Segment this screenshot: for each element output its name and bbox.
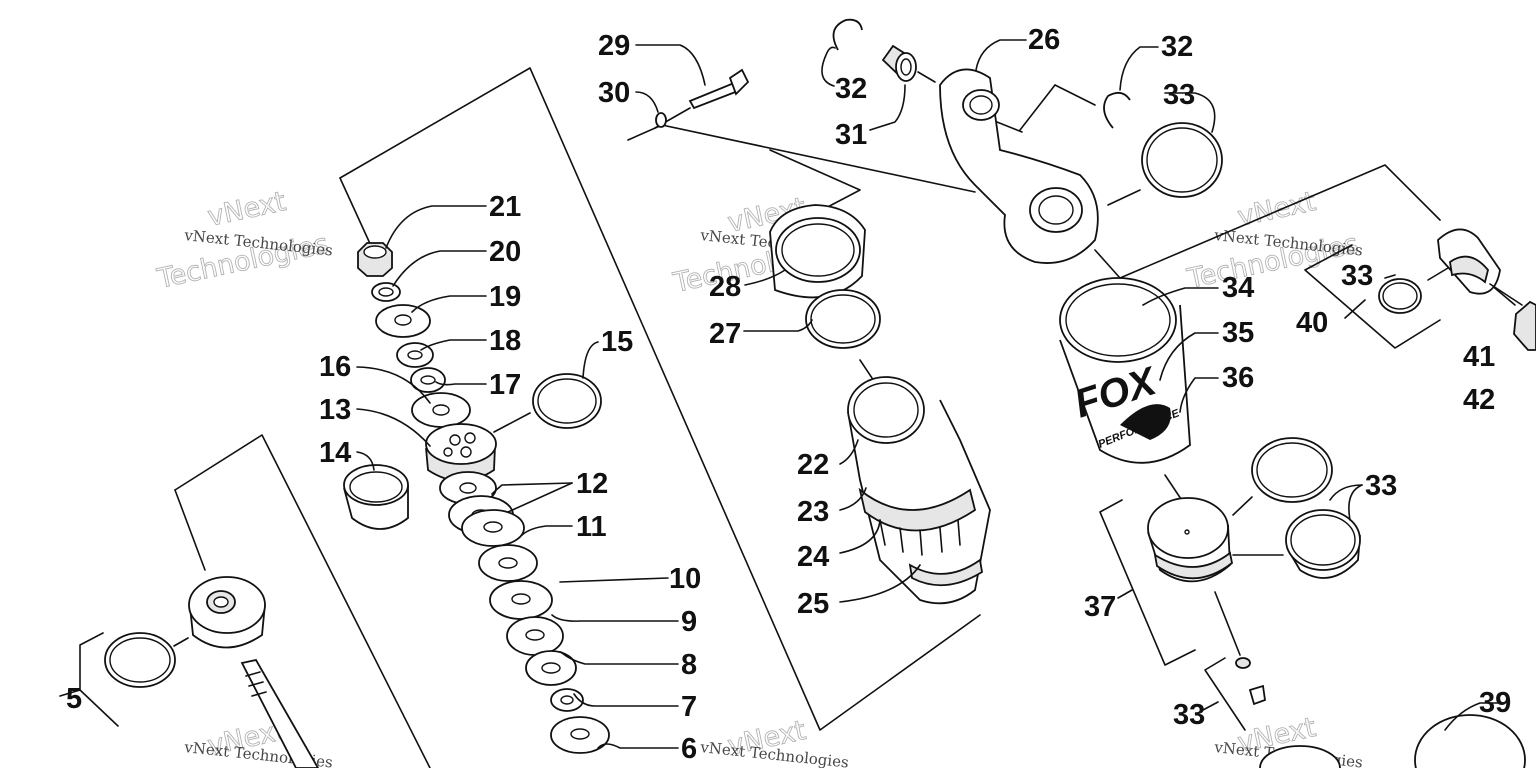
callout-36: 36 <box>1222 362 1254 394</box>
callout-numbers: 21 20 19 18 17 16 13 14 15 12 11 10 9 8 … <box>66 24 1511 765</box>
callout-28: 28 <box>709 271 741 303</box>
callout-20: 20 <box>489 236 521 268</box>
watermark-1: vNext Technologies vNext Technologies <box>154 186 334 296</box>
callout-33a: 33 <box>1163 79 1195 111</box>
part-6b-washer[interactable] <box>550 716 610 754</box>
callout-31: 31 <box>835 119 867 151</box>
callout-33c: 33 <box>1365 470 1397 502</box>
part-40-reservoir-valve[interactable] <box>1378 228 1523 314</box>
callout-24: 24 <box>797 541 829 573</box>
watermark-3: vNext Technologies vNext Technologies <box>1184 186 1364 296</box>
part-16-shim[interactable] <box>411 392 471 428</box>
callout-26: 26 <box>1028 24 1060 56</box>
part-shaft[interactable] <box>240 658 320 768</box>
callout-39: 39 <box>1479 687 1511 719</box>
callout-30: 30 <box>598 77 630 109</box>
part-8-shim[interactable] <box>506 616 564 656</box>
part-29-bolt[interactable] <box>688 68 750 110</box>
part-30-washer[interactable] <box>655 112 667 128</box>
callout-18: 18 <box>489 325 521 357</box>
svg-text:vNext: vNext <box>1235 186 1319 233</box>
callout-41: 41 <box>1463 341 1495 373</box>
callout-35: 35 <box>1222 317 1254 349</box>
callout-37: 37 <box>1084 591 1116 623</box>
part-41-42-knob[interactable] <box>1513 300 1536 351</box>
part-11-shim[interactable] <box>461 509 525 547</box>
part-14-seal-band[interactable] <box>343 464 409 530</box>
callout-23: 23 <box>797 496 829 528</box>
part-19-shim[interactable] <box>375 304 431 338</box>
part-33-o-ring-top[interactable] <box>1141 122 1223 198</box>
callout-42: 42 <box>1463 384 1495 416</box>
callout-22: 22 <box>797 449 829 481</box>
watermark-5: vNext vNext Technologies <box>699 715 850 768</box>
callout-13: 13 <box>319 394 351 426</box>
part-31-bearing[interactable] <box>881 44 917 82</box>
callout-19: 19 <box>489 281 521 313</box>
callout-6: 6 <box>681 733 697 765</box>
callout-32b: 32 <box>1161 31 1193 63</box>
guide-lines <box>59 67 1516 768</box>
part-22-25-damper-body[interactable] <box>847 376 991 605</box>
part-15-o-ring[interactable] <box>532 373 602 429</box>
part-21-nut[interactable] <box>357 242 393 277</box>
part-33-seals-mid[interactable] <box>1251 437 1361 579</box>
part-20-washer[interactable] <box>371 282 401 302</box>
svg-text:vNext: vNext <box>205 186 289 233</box>
callout-34: 34 <box>1222 272 1254 304</box>
part-32-snap-ring[interactable] <box>832 18 1131 129</box>
callout-7: 7 <box>681 691 697 723</box>
callout-29: 29 <box>598 30 630 62</box>
part-27-o-ring[interactable] <box>805 289 881 349</box>
callout-8: 8 <box>681 649 697 681</box>
callout-40: 40 <box>1296 307 1328 339</box>
callout-16: 16 <box>319 351 351 383</box>
callout-12: 12 <box>576 468 608 500</box>
callout-9: 9 <box>681 606 697 638</box>
leader-lines <box>356 39 1503 749</box>
callout-32a: 32 <box>835 73 867 105</box>
part-28-cap[interactable] <box>769 204 866 299</box>
part-7-shim[interactable] <box>525 650 577 686</box>
part-5-seal-head[interactable] <box>104 576 266 688</box>
part-34-36-reservoir-can[interactable]: FOX PERFORMANCE <box>1059 277 1191 464</box>
part-39-o-ring[interactable] <box>1259 714 1526 768</box>
callout-17: 17 <box>489 369 521 401</box>
part-17-shim[interactable] <box>410 367 446 393</box>
callout-27: 27 <box>709 318 741 350</box>
callout-21: 21 <box>489 191 521 223</box>
callout-11: 11 <box>576 511 607 543</box>
part-37-floating-piston[interactable] <box>1147 497 1233 583</box>
callout-33d: 33 <box>1173 699 1205 731</box>
callout-33b: 33 <box>1341 260 1373 292</box>
part-13-piston[interactable] <box>425 423 497 482</box>
part-33-valve[interactable] <box>1235 657 1266 706</box>
part-26-body-eyelet[interactable] <box>939 68 1099 264</box>
callout-15: 15 <box>601 326 633 358</box>
callout-14: 14 <box>319 437 351 469</box>
part-10-shim[interactable] <box>478 544 538 582</box>
callout-25: 25 <box>797 588 829 620</box>
part-9-shim[interactable] <box>489 580 553 620</box>
callout-10: 10 <box>669 563 701 595</box>
callout-5: 5 <box>66 683 82 715</box>
